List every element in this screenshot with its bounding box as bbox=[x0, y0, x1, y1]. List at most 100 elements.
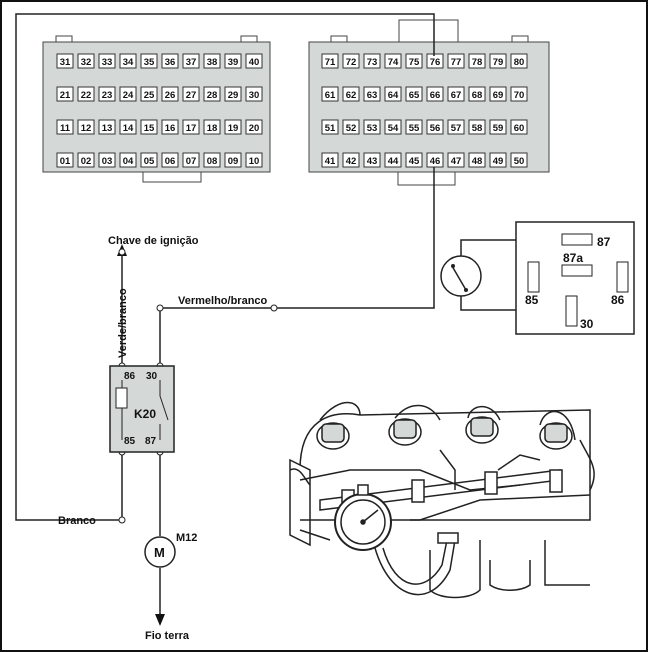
relay-pin-87: 87 bbox=[597, 235, 611, 249]
connector-right-pin-label: 59 bbox=[493, 123, 504, 134]
connector-left-pin-label: 19 bbox=[228, 123, 239, 134]
connector-right-pin-box bbox=[468, 86, 486, 102]
connector-right-pin-box bbox=[342, 152, 360, 168]
label-red-white: Vermelho/branco bbox=[178, 295, 268, 307]
connector-left-pin-box bbox=[119, 86, 137, 102]
connector-left-pin-box bbox=[98, 119, 116, 135]
connector-right-pin-label: 73 bbox=[367, 57, 378, 68]
relay-pin-87a: 87a bbox=[563, 251, 583, 265]
connector-left-pin-box bbox=[77, 119, 95, 135]
connector-right-pin-box bbox=[426, 86, 444, 102]
connector-left-pin-label: 35 bbox=[144, 57, 155, 68]
connector-left-pin-label: 04 bbox=[123, 156, 134, 167]
connector-left-pin-label: 13 bbox=[102, 123, 113, 134]
connector-left-pin-box bbox=[245, 152, 263, 168]
connector-right-pin-box bbox=[447, 53, 465, 69]
connector-right-pin-label: 80 bbox=[514, 57, 525, 68]
connector-right-pin-label: 51 bbox=[325, 123, 336, 134]
connector-right-pin-label: 74 bbox=[388, 57, 399, 68]
connector-left-pin-box bbox=[245, 119, 263, 135]
relay-symbol: 87 87a 85 86 30 bbox=[515, 221, 635, 335]
connector-left-pin-box bbox=[119, 152, 137, 168]
connector-left-pin-label: 27 bbox=[186, 90, 197, 101]
connector-left-pin-label: 18 bbox=[207, 123, 218, 134]
connector-left-pin-box bbox=[140, 119, 158, 135]
connector-right-pin-box bbox=[384, 152, 402, 168]
connector-left-pin-box bbox=[245, 86, 263, 102]
connector-right-pin-box bbox=[321, 119, 339, 135]
connector-right-pin-label: 64 bbox=[388, 90, 399, 101]
engine-fuel-rail-illustration bbox=[289, 401, 595, 599]
connector-right-pin-box bbox=[363, 53, 381, 69]
connector-right-pin-label: 75 bbox=[409, 57, 420, 68]
connector-left-pin-label: 15 bbox=[144, 123, 155, 134]
connector-right-pin-label: 72 bbox=[346, 57, 357, 68]
connector-left-pin-box bbox=[224, 152, 242, 168]
connector-right-pin-label: 62 bbox=[346, 90, 357, 101]
connector-right-pin-box bbox=[489, 152, 507, 168]
motor-name: M12 bbox=[176, 532, 197, 544]
connector-left-pin-label: 21 bbox=[60, 90, 71, 101]
connector-left-pin-box bbox=[77, 53, 95, 69]
ground-arrow bbox=[155, 614, 165, 626]
connector-left-pin-label: 38 bbox=[207, 57, 218, 68]
connector-right-pin-box bbox=[426, 152, 444, 168]
connector-right-pin-label: 70 bbox=[514, 90, 525, 101]
connector-right-pin-box bbox=[489, 119, 507, 135]
connector-right-pin-label: 66 bbox=[430, 90, 441, 101]
connector-right-pin-label: 47 bbox=[451, 156, 462, 167]
connector-left-pin-label: 36 bbox=[165, 57, 176, 68]
connector-left-pin-box bbox=[56, 53, 74, 69]
connector-left-pin-box bbox=[161, 119, 179, 135]
connector-left-pin-box bbox=[56, 86, 74, 102]
connector-left-pin-label: 23 bbox=[102, 90, 113, 101]
connector-left-pin-box bbox=[245, 53, 263, 69]
connector-left-pin-box bbox=[182, 86, 200, 102]
connector-right-pin-label: 77 bbox=[451, 57, 462, 68]
motor-m12: M M12 bbox=[144, 532, 197, 568]
connector-right-pin-box bbox=[489, 86, 507, 102]
connector-right-pin-box bbox=[510, 152, 528, 168]
connector-left-pin-box bbox=[182, 53, 200, 69]
connector-right-pin-label: 78 bbox=[472, 57, 483, 68]
label-white: Branco bbox=[58, 515, 96, 527]
connector-left-pin-label: 34 bbox=[123, 57, 134, 68]
relay-k20-pin-86: 86 bbox=[124, 371, 136, 382]
relay-k20-pin-30: 30 bbox=[146, 371, 158, 382]
relay-pin-30: 30 bbox=[580, 317, 594, 331]
connector-right-pin-label: 52 bbox=[346, 123, 357, 134]
connector-right-pin-label: 44 bbox=[388, 156, 399, 167]
connector-left-pin-box bbox=[182, 119, 200, 135]
connector-left-pin-label: 29 bbox=[228, 90, 239, 101]
connector-right-pin-box bbox=[426, 53, 444, 69]
connector-left-pin-box bbox=[203, 86, 221, 102]
connector-right-pin-box bbox=[468, 119, 486, 135]
connector-right-pin-label: 45 bbox=[409, 156, 420, 167]
connector-right-pin-box bbox=[510, 119, 528, 135]
connector-right-pin-box bbox=[342, 119, 360, 135]
connector-left-pin-label: 24 bbox=[123, 90, 134, 101]
connector-left-pin-box bbox=[77, 86, 95, 102]
connector-left-pin-label: 30 bbox=[249, 90, 260, 101]
connector-right-pin-box bbox=[468, 53, 486, 69]
relay-pin-85: 85 bbox=[525, 293, 539, 307]
connector-left-pin-box bbox=[224, 119, 242, 135]
connector-right-pin-box bbox=[321, 152, 339, 168]
connector-right-pin-label: 49 bbox=[493, 156, 504, 167]
connector-right-pin-label: 56 bbox=[430, 123, 441, 134]
connector-right-pin-label: 69 bbox=[493, 90, 504, 101]
connector-left-pin-label: 10 bbox=[249, 156, 260, 167]
connector-right-pin-box bbox=[426, 119, 444, 135]
connector-left-pin-box bbox=[140, 86, 158, 102]
label-ground: Fio terra bbox=[145, 630, 190, 642]
connector-right-pin-box bbox=[342, 86, 360, 102]
connector-left-pin-label: 06 bbox=[165, 156, 176, 167]
motor-symbol: M bbox=[154, 545, 165, 560]
connector-right-pin-label: 76 bbox=[430, 57, 441, 68]
label-ignition: Chave de ignição bbox=[108, 235, 199, 247]
connector-left-pin-label: 26 bbox=[165, 90, 176, 101]
connector-left-pin-label: 39 bbox=[228, 57, 239, 68]
